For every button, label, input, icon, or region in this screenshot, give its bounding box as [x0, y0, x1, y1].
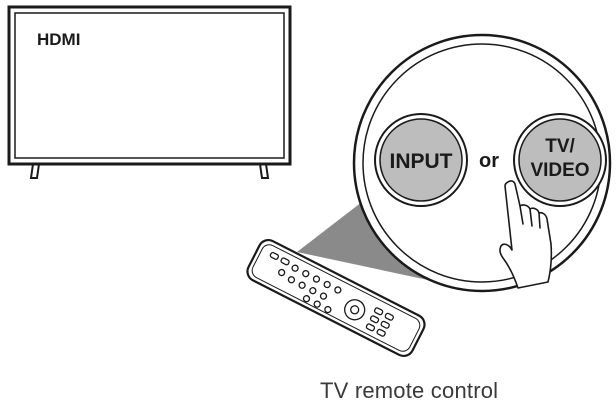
tv-icon: HDMI: [7, 5, 292, 179]
pointing-hand-icon: [499, 180, 553, 289]
tv-screen: [14, 12, 285, 159]
tv-video-button-face: [518, 118, 602, 202]
remote-keypad: [269, 251, 394, 337]
input-button-label: INPUT: [390, 150, 453, 173]
remote-control-icon: [246, 238, 426, 358]
tv-screen-text: HDMI: [37, 30, 80, 49]
caption: TV remote control: [320, 378, 499, 403]
input-button: INPUT: [374, 113, 468, 207]
input-button-face: [379, 118, 463, 202]
tv-right-leg: [259, 163, 270, 179]
tv-video-button-label-line1: TV/: [545, 136, 575, 157]
magnifier-circle-icon: INPUT or TV/ VIDEO: [352, 33, 612, 293]
tv-video-button-label-line2: VIDEO: [530, 160, 589, 181]
tv-left-leg: [29, 163, 40, 179]
or-label: or: [479, 150, 499, 172]
tv-video-button: TV/ VIDEO: [513, 113, 607, 207]
remote-inner-edge: [251, 244, 421, 352]
